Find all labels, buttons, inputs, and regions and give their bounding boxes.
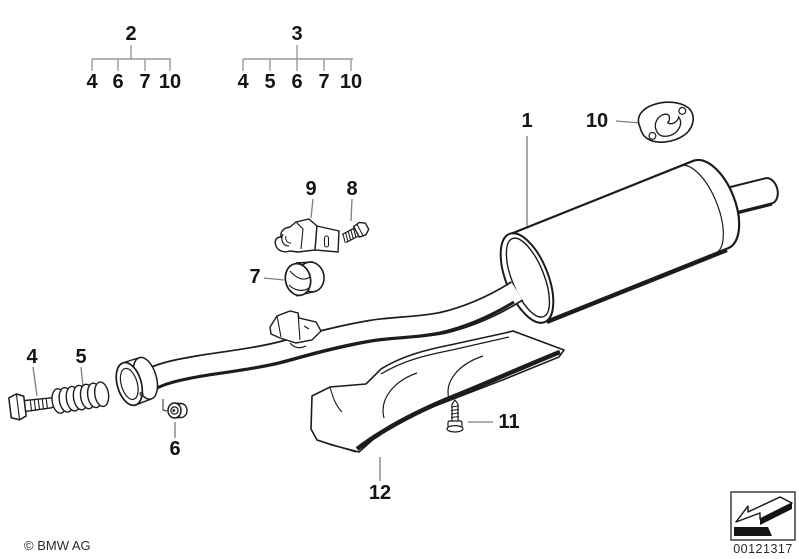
screw-drawing [446, 399, 464, 433]
callout-10[interactable]: 10 [585, 110, 609, 132]
group-3-item-5[interactable]: 5 [264, 71, 276, 93]
callout-5[interactable]: 5 [75, 346, 87, 368]
muffler-drawing [499, 158, 741, 325]
group-2-item-10[interactable]: 10 [158, 71, 182, 93]
clamp-drawing [274, 218, 340, 253]
group-3-label[interactable]: 3 [291, 23, 303, 45]
front-pipe-drawing [148, 281, 524, 390]
bolt-4-drawing [8, 393, 56, 421]
spring-drawing [51, 381, 110, 414]
callout-4[interactable]: 4 [26, 346, 38, 368]
pipe-hanger-bracket-drawing [269, 310, 322, 349]
heat-shield-drawing [310, 330, 566, 453]
group-bracket-2 [91, 45, 171, 71]
group-3-item-6[interactable]: 6 [291, 71, 303, 93]
callout-8[interactable]: 8 [346, 178, 358, 200]
group-2-item-6[interactable]: 6 [112, 71, 124, 93]
group-3-item-4[interactable]: 4 [237, 71, 249, 93]
group-3-item-10[interactable]: 10 [339, 71, 363, 93]
leader-lines [32, 120, 642, 481]
gasket-drawing [637, 101, 694, 143]
group-3-item-7[interactable]: 7 [318, 71, 330, 93]
pipe-flange-drawing [115, 356, 159, 407]
stamp-box [730, 491, 796, 541]
rubber-mount-drawing [284, 261, 325, 297]
group-2-label[interactable]: 2 [125, 23, 137, 45]
group-2-item-7[interactable]: 7 [139, 71, 151, 93]
nut-drawing [162, 399, 188, 419]
callout-7[interactable]: 7 [249, 266, 261, 288]
callout-6[interactable]: 6 [169, 438, 181, 460]
callout-12[interactable]: 12 [368, 482, 392, 504]
bolt-8-drawing [341, 221, 370, 244]
group-2-item-4[interactable]: 4 [86, 71, 98, 93]
group-bracket-3 [242, 45, 353, 71]
callout-1[interactable]: 1 [521, 110, 533, 132]
diagram-number: 00121317 [733, 542, 793, 556]
callout-9[interactable]: 9 [305, 178, 317, 200]
copyright-text: © BMW AG [24, 538, 91, 553]
callout-11[interactable]: 11 [498, 411, 520, 433]
nav-arrow-icon [734, 496, 793, 536]
